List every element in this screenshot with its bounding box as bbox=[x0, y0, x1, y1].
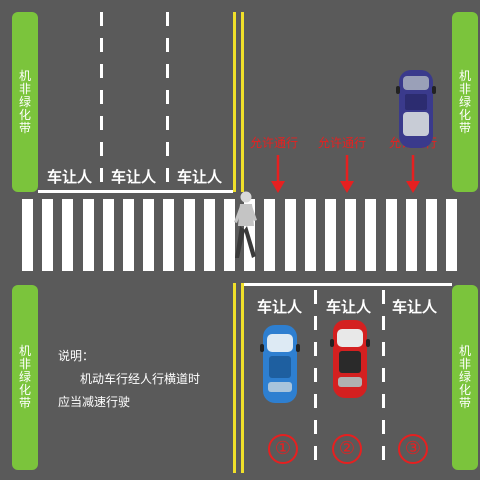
zebra-stripe bbox=[385, 199, 397, 271]
green-belt-label-top-right: 机非绿化带 bbox=[458, 69, 471, 135]
zebra-stripe bbox=[183, 199, 195, 271]
lane-number-1: ① bbox=[268, 434, 298, 464]
zebra-stripe bbox=[82, 199, 94, 271]
lane-divider bbox=[166, 12, 169, 190]
zebra-stripe bbox=[264, 199, 276, 271]
zebra-stripe bbox=[224, 199, 235, 271]
zebra-stripe bbox=[203, 199, 215, 271]
zebra-stripe bbox=[22, 199, 33, 271]
red-car-icon bbox=[330, 320, 370, 398]
note-line-2: 应当减速行驶 bbox=[58, 395, 131, 409]
zebra-stripe bbox=[143, 199, 155, 271]
down-arrow-icon bbox=[406, 155, 420, 193]
yield-label: 车让人 bbox=[47, 168, 93, 186]
lane-divider bbox=[382, 290, 385, 470]
green-belt-top-right bbox=[452, 12, 478, 192]
note-line-1: 机动车行经人行横道时 bbox=[80, 372, 201, 386]
note-title: 说明： bbox=[58, 349, 95, 363]
green-belt-bottom-right bbox=[452, 285, 478, 470]
zebra-stripe bbox=[42, 199, 54, 271]
zebra-stripe bbox=[62, 199, 74, 271]
stop-line-bottom bbox=[244, 283, 452, 286]
yield-label: 车让人 bbox=[177, 168, 223, 186]
zebra-stripe bbox=[325, 199, 336, 271]
center-line bbox=[241, 283, 244, 473]
zebra-stripe bbox=[284, 199, 296, 271]
navy-car-icon bbox=[396, 70, 436, 148]
green-belt-label-bottom-right: 机非绿化带 bbox=[458, 344, 471, 410]
lane-divider bbox=[100, 12, 103, 190]
stop-line-top bbox=[38, 190, 233, 193]
permit-label: 允许通行 bbox=[250, 136, 299, 150]
center-line bbox=[233, 283, 236, 473]
yield-label: 车让人 bbox=[392, 298, 438, 316]
zebra-stripe bbox=[304, 199, 316, 271]
lane-number-3: ③ bbox=[398, 434, 428, 464]
down-arrow-icon bbox=[340, 155, 354, 193]
zebra-stripe bbox=[426, 199, 437, 271]
green-belt-top-left bbox=[12, 12, 38, 192]
lane-number-2: ② bbox=[332, 434, 362, 464]
zebra-stripe bbox=[365, 199, 377, 271]
lane-divider bbox=[314, 290, 317, 470]
zebra-stripe bbox=[102, 199, 114, 271]
green-belt-label-top-left: 机非绿化带 bbox=[18, 69, 31, 135]
center-line bbox=[233, 12, 236, 192]
green-belt-bottom-left bbox=[12, 285, 38, 470]
yield-label: 车让人 bbox=[111, 168, 157, 186]
yield-label: 车让人 bbox=[257, 298, 303, 316]
zebra-stripe bbox=[446, 199, 458, 271]
zebra-stripe bbox=[405, 199, 417, 271]
down-arrow-icon bbox=[271, 155, 285, 193]
pedestrian-icon bbox=[234, 191, 257, 258]
zebra-stripe bbox=[123, 199, 134, 271]
center-line bbox=[241, 12, 244, 192]
yield-label: 车让人 bbox=[326, 298, 372, 316]
green-belt-label-bottom-left: 机非绿化带 bbox=[18, 344, 31, 410]
zebra-stripe bbox=[345, 199, 357, 271]
zebra-stripe bbox=[163, 199, 175, 271]
blue-car-icon bbox=[260, 325, 300, 403]
permit-label: 允许通行 bbox=[318, 136, 367, 150]
